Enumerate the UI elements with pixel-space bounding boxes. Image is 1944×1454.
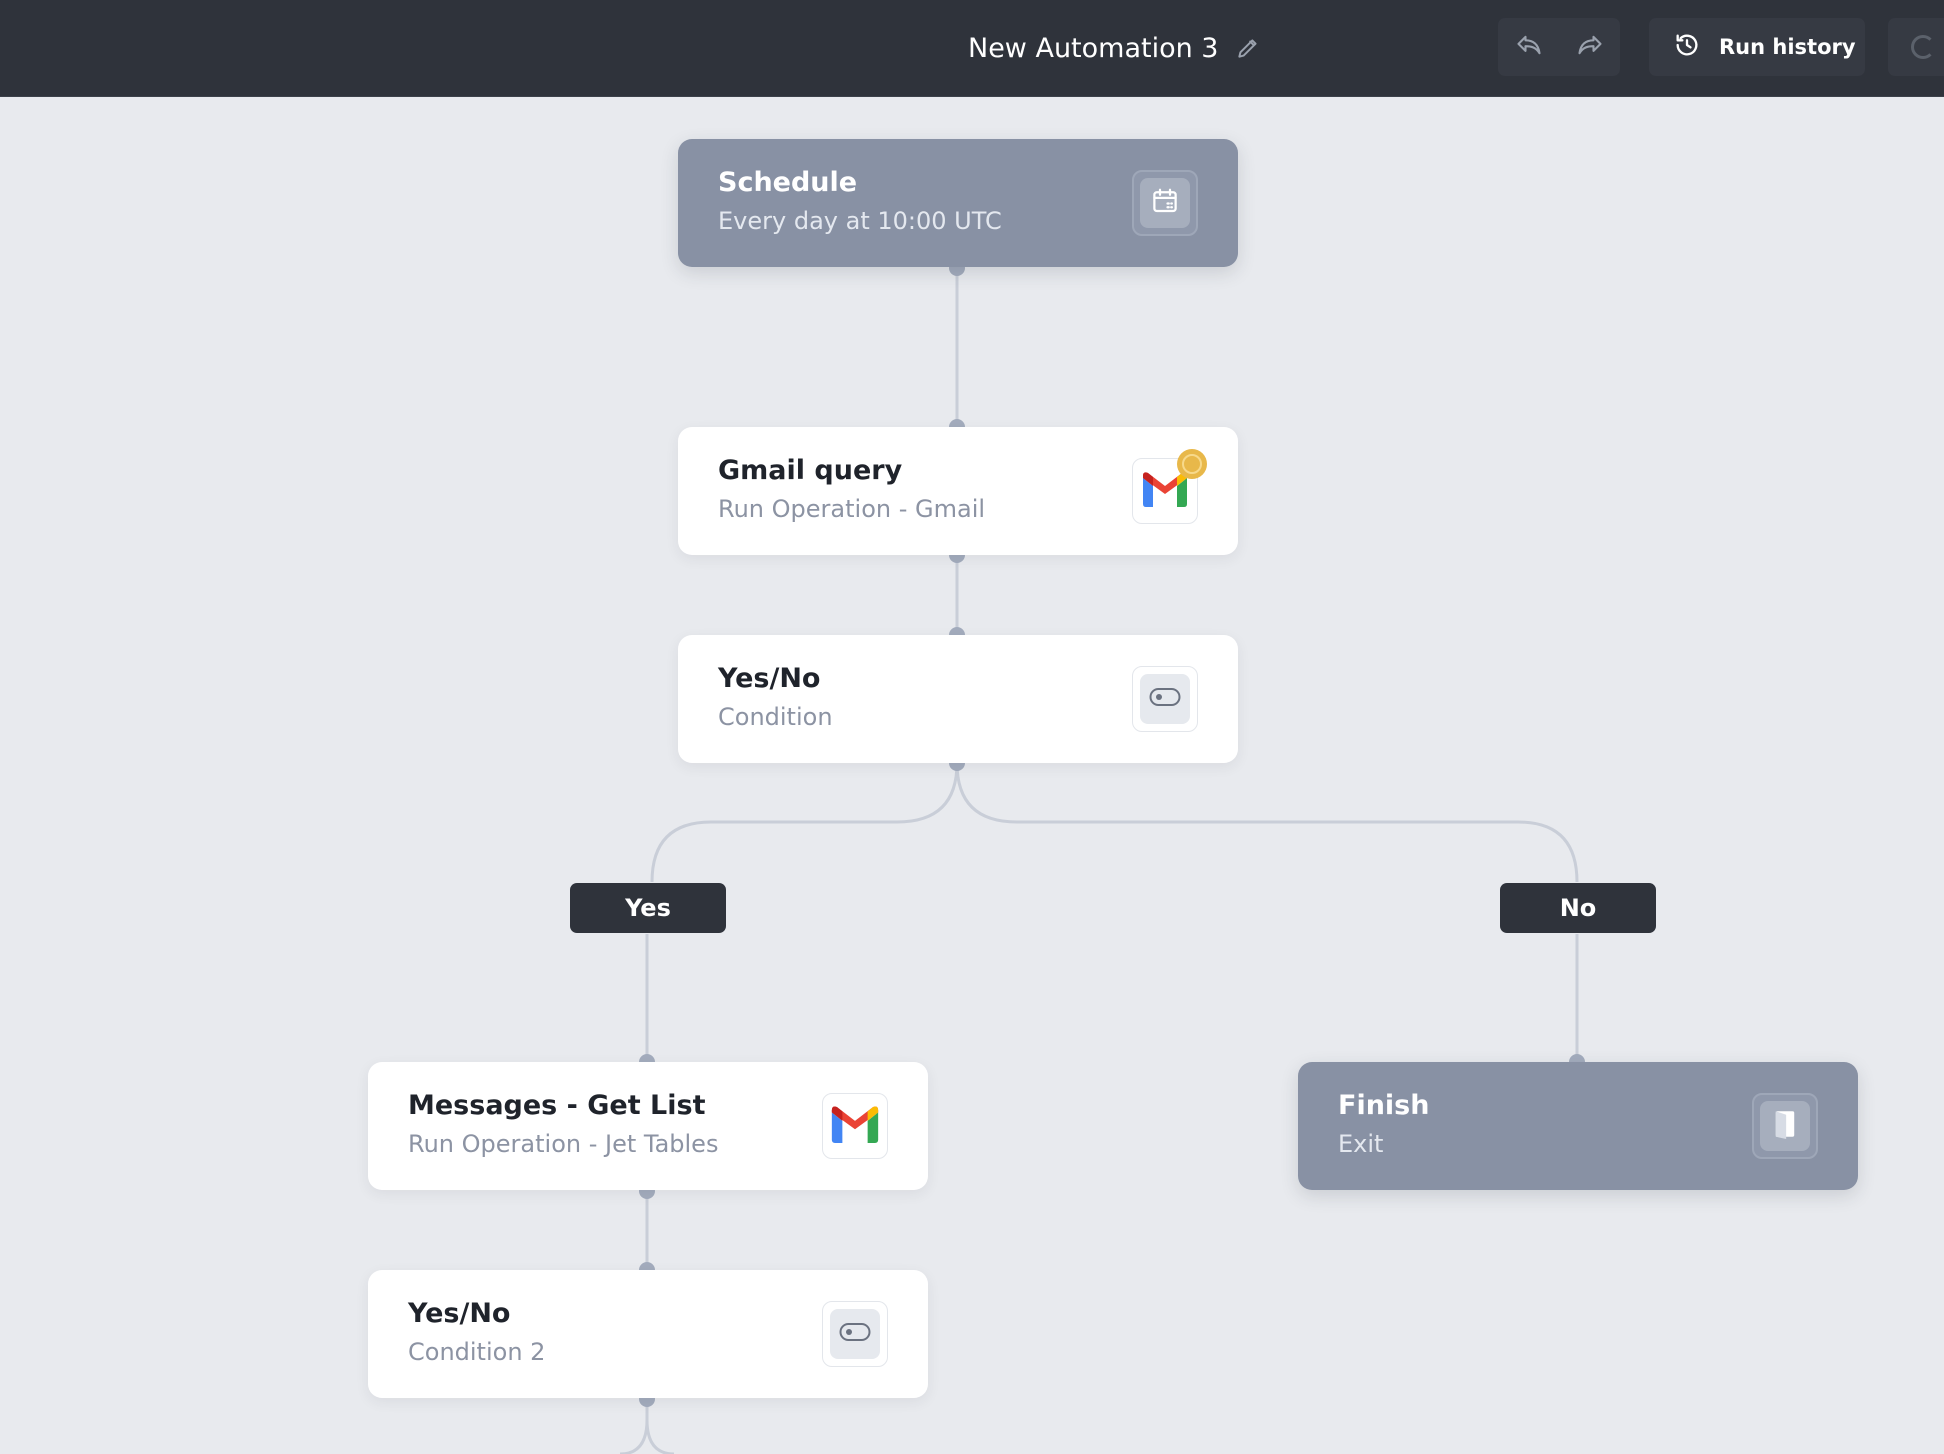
automation-title[interactable]: New Automation 3 xyxy=(968,32,1219,64)
loading-spinner-icon xyxy=(1911,35,1935,59)
gmail-icon xyxy=(829,1104,881,1148)
pencil-icon[interactable] xyxy=(1235,35,1261,61)
redo-arrow-icon xyxy=(1576,31,1604,63)
node-condition-2[interactable]: Yes/No Condition 2 xyxy=(368,1270,928,1398)
node-finish[interactable]: Finish Exit xyxy=(1298,1062,1858,1190)
node-title: Schedule xyxy=(718,167,858,198)
history-clock-icon xyxy=(1673,31,1701,64)
branch-yes-label[interactable]: Yes xyxy=(570,883,726,933)
undo-redo-group xyxy=(1498,18,1620,76)
node-icon-box xyxy=(1752,1093,1818,1159)
node-schedule[interactable]: Schedule Every day at 10:00 UTC xyxy=(678,139,1238,267)
node-icon-box xyxy=(1132,449,1207,524)
node-title: Messages - Get List xyxy=(408,1090,706,1121)
node-subtitle: Run Operation - Gmail xyxy=(718,495,986,523)
node-icon-box xyxy=(1132,170,1198,236)
calendar-icon xyxy=(1150,186,1180,220)
undo-button[interactable] xyxy=(1509,27,1549,67)
node-subtitle: Every day at 10:00 UTC xyxy=(718,207,1002,235)
toggle-icon xyxy=(1149,687,1181,711)
branch-no-label[interactable]: No xyxy=(1500,883,1656,933)
node-subtitle: Condition 2 xyxy=(408,1338,546,1366)
node-icon-box xyxy=(1132,666,1198,732)
running-status-badge xyxy=(1177,449,1207,479)
node-gmail-query[interactable]: Gmail query Run Operation - Gmail xyxy=(678,427,1238,555)
node-title: Yes/No xyxy=(408,1298,511,1329)
run-history-label: Run history xyxy=(1719,35,1856,59)
top-bar: New Automation 3 xyxy=(0,0,1944,97)
node-subtitle: Exit xyxy=(1338,1130,1384,1158)
undo-arrow-icon xyxy=(1515,31,1543,63)
automation-title-group[interactable]: New Automation 3 xyxy=(968,28,1261,68)
node-condition[interactable]: Yes/No Condition xyxy=(678,635,1238,763)
gmail-icon xyxy=(1141,470,1189,512)
redo-button[interactable] xyxy=(1570,27,1610,67)
node-icon-box xyxy=(822,1093,888,1159)
exit-door-icon xyxy=(1771,1109,1799,1143)
node-subtitle: Run Operation - Jet Tables xyxy=(408,1130,719,1158)
node-title: Finish xyxy=(1338,1090,1430,1121)
node-title: Gmail query xyxy=(718,455,903,486)
node-icon-box xyxy=(822,1301,888,1367)
status-button[interactable] xyxy=(1888,18,1944,76)
node-messages-get-list[interactable]: Messages - Get List Run Operation - Jet … xyxy=(368,1062,928,1190)
run-history-button[interactable]: Run history xyxy=(1649,18,1865,76)
node-subtitle: Condition xyxy=(718,703,833,731)
toggle-icon xyxy=(839,1322,871,1346)
node-title: Yes/No xyxy=(718,663,821,694)
